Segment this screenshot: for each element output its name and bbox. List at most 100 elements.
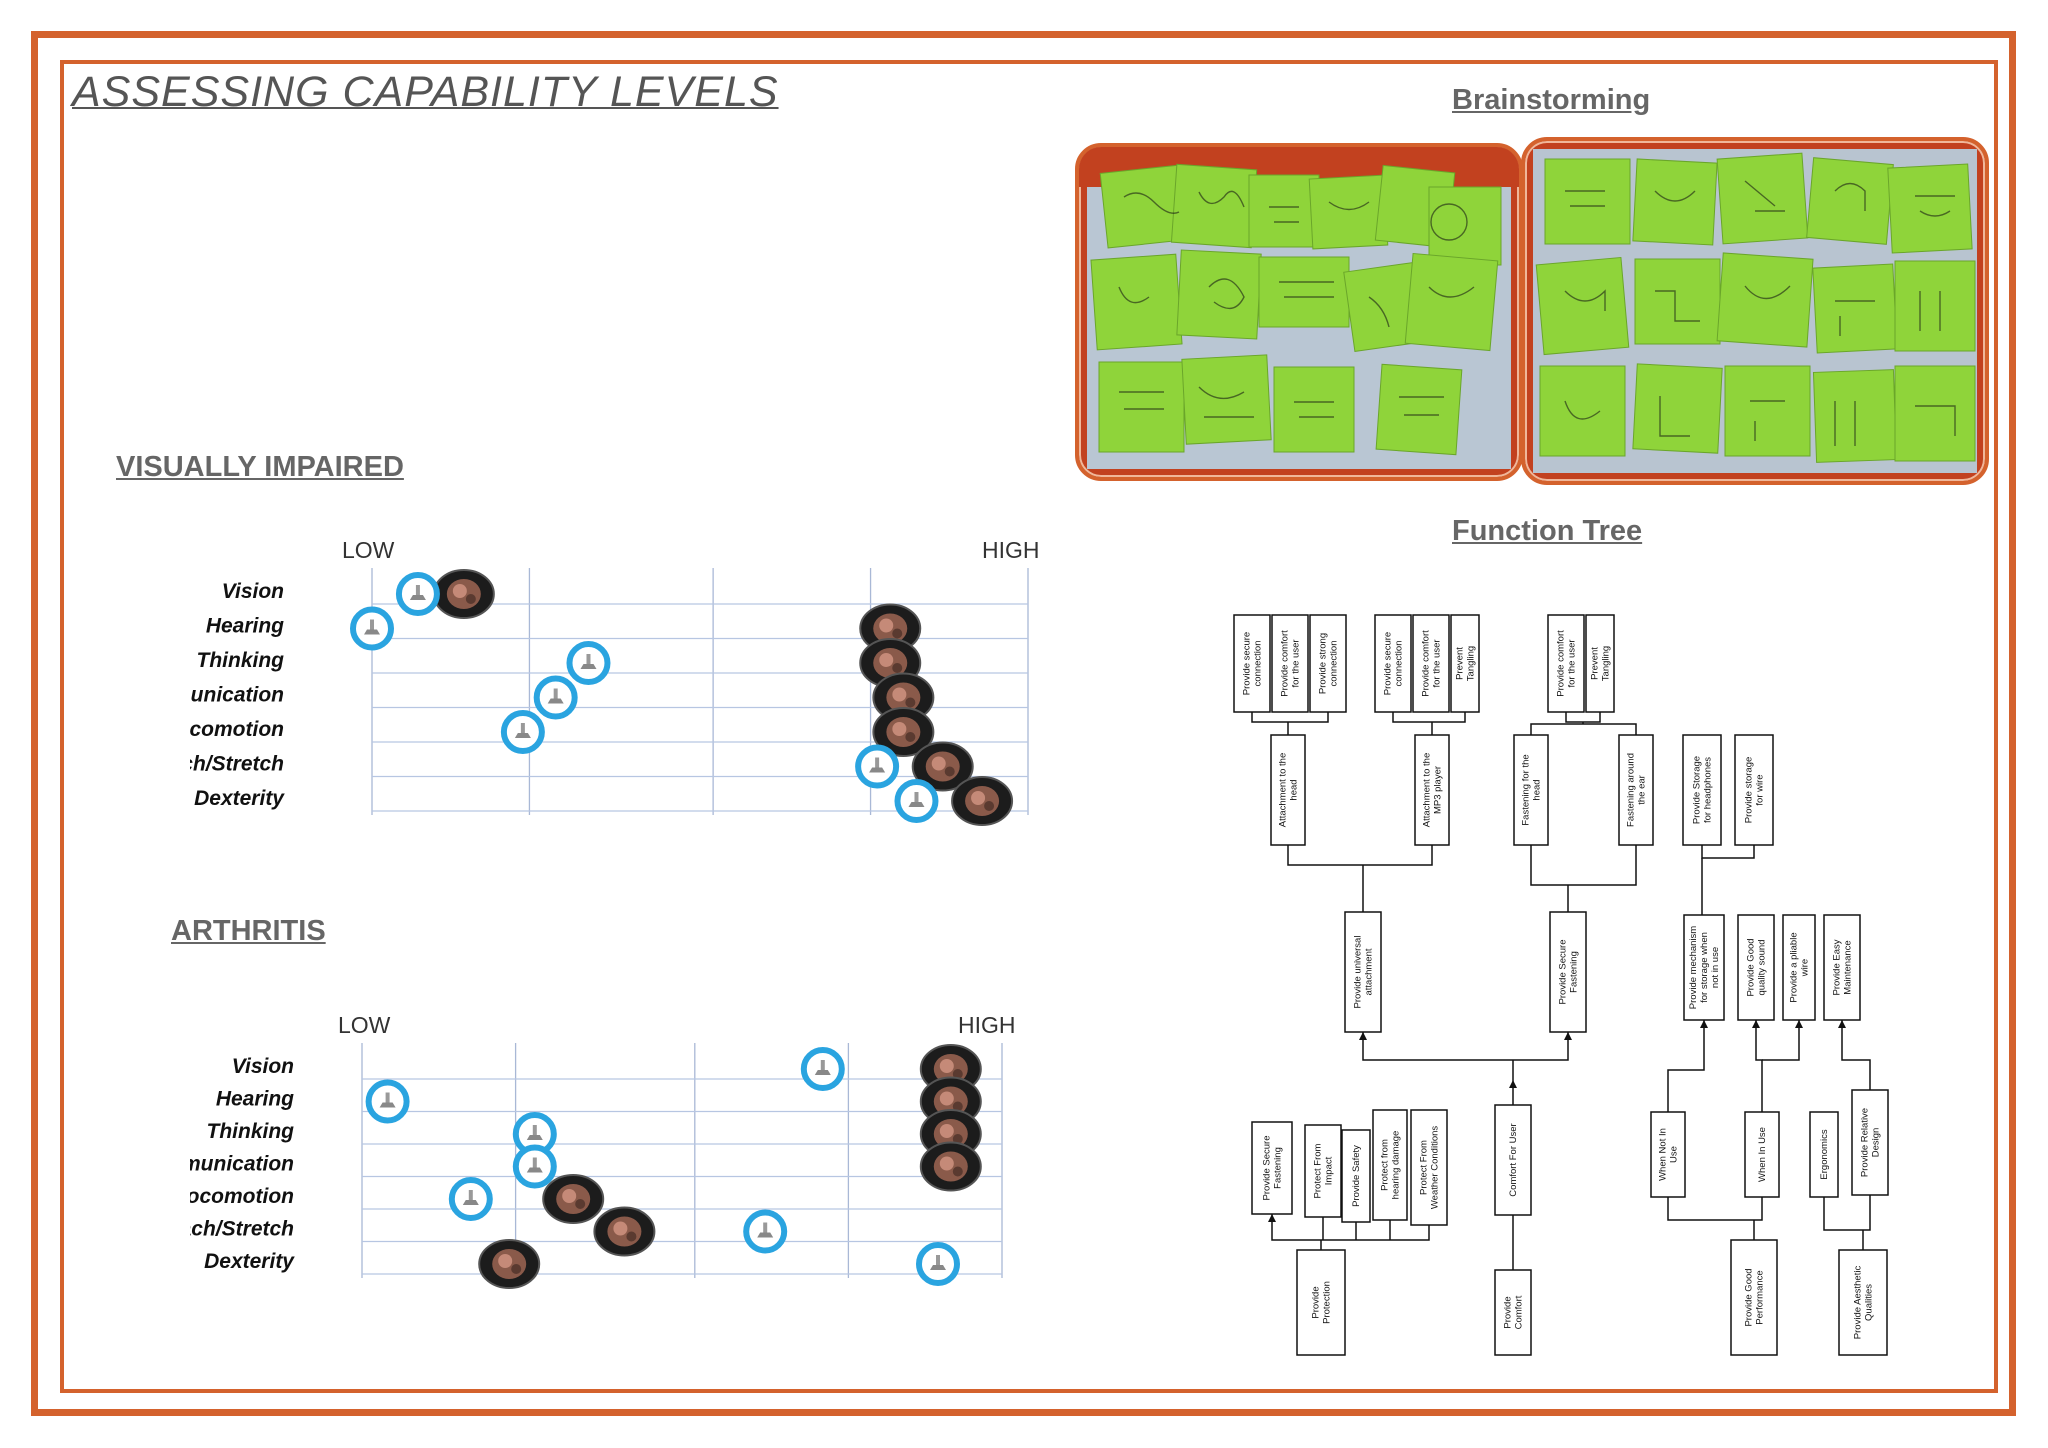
visually-impaired-heading: VISUALLY IMPAIRED — [116, 451, 404, 483]
svg-text:Provide SecureFastening: Provide SecureFastening — [1558, 940, 1580, 1005]
blue-ring-marker — [365, 1079, 410, 1124]
category-label: Vision — [222, 580, 284, 603]
portrait-marker — [593, 1206, 656, 1257]
category-label: Vision — [232, 1055, 294, 1078]
svg-text:Provide EasyMaintenance: Provide EasyMaintenance — [1832, 939, 1854, 995]
tree-arrowhead — [1795, 1020, 1803, 1028]
svg-text:Provide comfortfor the user: Provide comfortfor the user — [1556, 630, 1578, 697]
function-tree-node: Provide secureconnection — [1374, 614, 1412, 713]
tree-arrowhead — [1359, 1032, 1367, 1040]
function-tree-node: Provide comfortfor the user — [1271, 614, 1309, 713]
function-tree-node: Provide mechanismfor storage whennot in … — [1683, 914, 1725, 1021]
svg-text:PreventTangling: PreventTangling — [1455, 646, 1477, 681]
svg-text:Provide GoodPerformance: Provide GoodPerformance — [1744, 1268, 1766, 1326]
tree-connector — [1823, 1195, 1871, 1231]
function-tree-node: Provide strongconnection — [1309, 614, 1347, 713]
tree-connector — [1762, 1020, 1800, 1061]
function-tree-node: Ergonomics — [1809, 1111, 1839, 1198]
low-label: LOW — [342, 537, 395, 563]
svg-text:ProvideProtection: ProvideProtection — [1311, 1281, 1333, 1324]
function-tree-node: ProvideProtection — [1296, 1249, 1346, 1356]
brainstorm-photo-left — [1075, 143, 1523, 481]
function-tree-node: Provide GoodPerformance — [1730, 1239, 1778, 1356]
svg-text:Provide comfortfor the user: Provide comfortfor the user — [1421, 630, 1443, 697]
high-label: HIGH — [958, 1012, 1016, 1038]
function-tree-node: Fastening for thehead — [1513, 734, 1549, 846]
tree-connector — [1392, 712, 1466, 723]
blue-ring-marker — [512, 1112, 557, 1156]
category-label: Communication — [190, 684, 284, 707]
svg-text:Provide a pliablewire: Provide a pliablewire — [1789, 932, 1811, 1002]
svg-text:PreventTangling: PreventTangling — [1590, 646, 1612, 681]
svg-text:Provide strongconnection: Provide strongconnection — [1318, 633, 1340, 694]
function-tree-node: Provide SecureFastening — [1251, 1121, 1293, 1215]
tree-arrowhead — [1700, 1020, 1708, 1028]
category-label: Locomotion — [190, 1185, 294, 1208]
function-tree-node: Provide Safety — [1341, 1129, 1371, 1223]
category-label: Dexterity — [194, 787, 285, 810]
function-tree-diagram: Provide secureconnection Provide comfortf… — [1233, 614, 1889, 1356]
function-tree-node: Provide a pliablewire — [1782, 914, 1816, 1021]
category-label: Dexterity — [204, 1250, 295, 1273]
function-tree-node: Protect fromhearing damage — [1372, 1109, 1408, 1221]
blue-ring-marker — [533, 675, 578, 720]
blue-ring-marker — [743, 1209, 788, 1254]
svg-text:Comfort For User: Comfort For User — [1508, 1123, 1519, 1196]
function-tree-node: Comfort For User — [1494, 1104, 1532, 1216]
function-tree-node: PreventTangling — [1585, 614, 1615, 713]
tree-arrowhead — [1838, 1020, 1846, 1028]
function-tree-node: Attachment to theMP3 player — [1414, 734, 1450, 846]
blue-ring-marker — [894, 779, 939, 823]
svg-text:Provide RelativeDesign: Provide RelativeDesign — [1860, 1108, 1882, 1177]
tree-connector — [1271, 1214, 1430, 1241]
portrait-marker — [432, 569, 495, 619]
function-tree-node: PreventTangling — [1450, 614, 1480, 713]
tree-arrowhead — [1509, 1080, 1517, 1088]
tree-arrowhead — [1268, 1214, 1276, 1222]
function-tree-node: Provide storagefor wire — [1734, 734, 1774, 846]
svg-text:Provide Goodquality sound: Provide Goodquality sound — [1746, 938, 1768, 996]
svg-text:Provide SecureFastening: Provide SecureFastening — [1262, 1136, 1284, 1201]
function-tree-node: Provide AestheticQualities — [1838, 1249, 1888, 1356]
portrait-marker — [911, 741, 974, 792]
function-tree-node: Provide Storagefor headphones — [1682, 734, 1722, 846]
svg-text:Fastening for thehead: Fastening for thehead — [1521, 754, 1543, 825]
category-label: Thinking — [197, 649, 285, 672]
svg-text:Protect fromhearing damage: Protect fromhearing damage — [1380, 1131, 1402, 1200]
category-label: Communication — [190, 1153, 294, 1176]
tree-connector — [1565, 712, 1601, 723]
function-tree-node: Provide RelativeDesign — [1851, 1089, 1889, 1196]
svg-text:Provide comfortfor the user: Provide comfortfor the user — [1280, 630, 1302, 697]
portrait-marker — [478, 1239, 541, 1289]
blue-ring-marker — [448, 1177, 493, 1221]
svg-text:Provide Safety: Provide Safety — [1351, 1145, 1362, 1207]
function-tree-node: Provide secureconnection — [1233, 614, 1271, 713]
high-label: HIGH — [982, 537, 1040, 563]
tree-connector — [1530, 845, 1637, 886]
svg-text:Provide storagefor wire: Provide storagefor wire — [1744, 757, 1766, 824]
function-tree-heading: Function Tree — [1452, 515, 1643, 547]
arthritis-heading: ARTHRITIS — [171, 915, 326, 947]
function-tree-node: Attachment to thehead — [1270, 734, 1306, 846]
sticky-notes-image-left — [1079, 147, 1519, 469]
tree-connector — [1530, 723, 1637, 735]
blue-ring-marker — [855, 744, 900, 789]
brainstorming-heading: Brainstorming — [1452, 84, 1651, 116]
tree-connector — [1701, 845, 1755, 859]
svg-text:Fastening aroundthe ear: Fastening aroundthe ear — [1626, 753, 1648, 827]
category-label: Locomotion — [190, 718, 284, 741]
svg-text:Provide universalattachment: Provide universalattachment — [1353, 936, 1375, 1009]
arthritis-capability-chart: LOWHIGHVisionHearingThinkingCommunicatio… — [190, 1012, 1016, 1289]
outer-border — [31, 31, 2016, 1416]
function-tree-node: Provide comfortfor the user — [1547, 614, 1585, 713]
svg-text:ProvideComfort: ProvideComfort — [1503, 1295, 1525, 1329]
category-label: Reach/Stretch — [190, 1218, 294, 1241]
visually-impaired-capability-chart: LOWHIGHVisionHearingThinkingCommunicatio… — [190, 537, 1040, 826]
function-tree-node: Fastening aroundthe ear — [1618, 734, 1654, 846]
tree-arrowhead — [1564, 1032, 1572, 1040]
function-tree-node: Protect FromWeather Conditions — [1410, 1109, 1448, 1226]
function-tree-node: When In Use — [1744, 1111, 1780, 1198]
blue-ring-marker — [395, 572, 440, 616]
page-title: ASSESSING CAPABILITY LEVELS — [72, 68, 779, 116]
portrait-marker — [951, 776, 1014, 826]
